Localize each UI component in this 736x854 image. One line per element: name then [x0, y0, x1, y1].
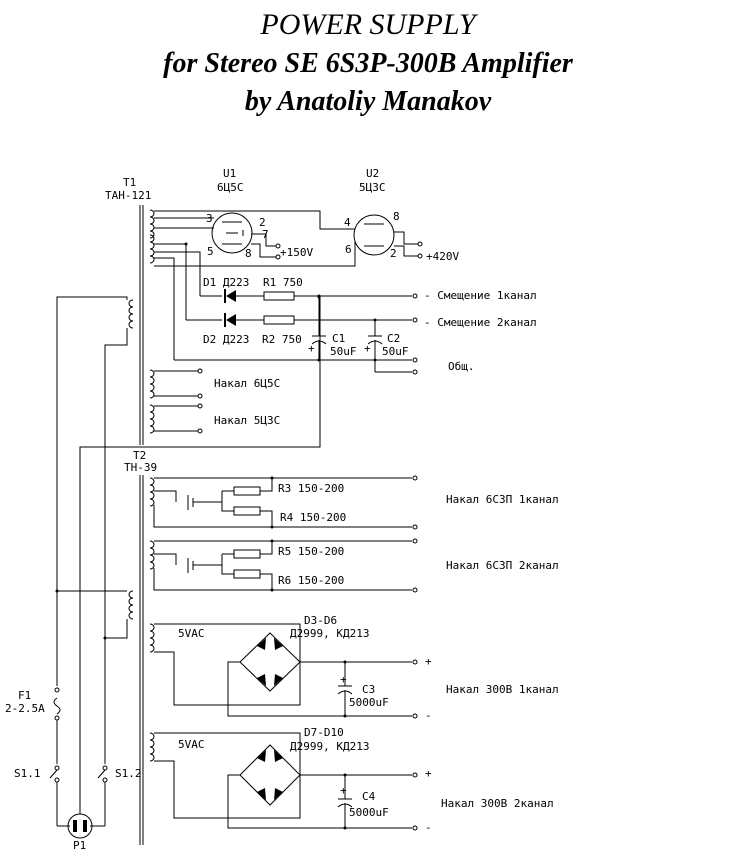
- s12-label: S1.2: [115, 767, 142, 780]
- u2-pin2: 2: [390, 247, 397, 260]
- u1-type: 6Ц5С: [217, 181, 244, 194]
- r6-label: R6 150-200: [278, 574, 344, 587]
- p1-label: P1: [73, 839, 86, 852]
- u1-pin5: 5: [207, 245, 214, 258]
- u1-pin8: 8: [245, 247, 252, 260]
- u2-type: 5Ц3С: [359, 181, 386, 194]
- d2-label: D2 Д223: [203, 333, 249, 346]
- t2-type: ТН-39: [124, 461, 157, 474]
- vac1-label: 5VAC: [178, 627, 205, 640]
- ch1-plus: +: [425, 655, 432, 668]
- d1-label: D1 Д223: [203, 276, 249, 289]
- r3-label: R3 150-200: [278, 482, 344, 495]
- ch2-plus: +: [425, 767, 432, 780]
- r2-label: R2 750: [262, 333, 302, 346]
- u1-label: U1: [223, 167, 236, 180]
- c2-value: 50uF: [382, 345, 409, 358]
- t1-type: ТАН-121: [105, 189, 151, 202]
- bias1-label: - Смещение 1канал: [424, 289, 537, 302]
- t1-heater-outputs: [154, 368, 203, 434]
- c3-label: C3: [362, 683, 375, 696]
- heat3-label: Накал 6С3П 1канал: [446, 493, 559, 506]
- f1-label: F1: [18, 689, 31, 702]
- c1-plus: +: [308, 342, 315, 355]
- transformer-t2: [128, 475, 155, 845]
- u2-pin8: 8: [393, 210, 400, 223]
- vac2-label: 5VAC: [178, 738, 205, 751]
- heater-6s3p-ch1: [153, 475, 418, 530]
- s11-label: S1.1: [14, 767, 41, 780]
- heat4-label: Накал 6С3П 2канал: [446, 559, 559, 572]
- c1-label: C1: [332, 332, 345, 345]
- c3-plus: +: [340, 673, 347, 686]
- ch2-minus: -: [425, 821, 432, 834]
- u1-pin2: 2: [259, 216, 266, 229]
- t2-label: T2: [133, 449, 146, 462]
- bias2-label: - Смещение 2канал: [424, 316, 537, 329]
- heat5-label: Накал 300В 1канал: [446, 683, 559, 696]
- c1-value: 50uF: [330, 345, 357, 358]
- d7-label: D7-D10: [304, 726, 344, 739]
- r5-label: R5 150-200: [278, 545, 344, 558]
- d3-type: Д2999, КД213: [290, 627, 369, 640]
- diagram-title: POWER SUPPLY: [260, 8, 476, 41]
- heat2-label: Накал 5Ц3С: [214, 414, 280, 427]
- heat1-label: Накал 6Ц5С: [214, 377, 280, 390]
- common-label: Общ.: [448, 360, 475, 373]
- bias-circuit: [174, 288, 418, 375]
- transformer-t1: [128, 205, 155, 445]
- r4-label: R4 150-200: [280, 511, 346, 524]
- mains-wiring: [49, 295, 321, 839]
- f1-value: 2-2.5A: [5, 702, 45, 715]
- tube-u1: [211, 212, 253, 254]
- rectifier-300b-ch1: [154, 623, 418, 719]
- c2-plus: +: [364, 342, 371, 355]
- ch1-minus: -: [425, 709, 432, 722]
- r1-label: R1 750: [263, 276, 303, 289]
- heater-6s3p-ch2: [153, 538, 418, 593]
- c4-plus: +: [340, 784, 347, 797]
- u2-pin4: 4: [344, 216, 351, 229]
- u2-label: U2: [366, 167, 379, 180]
- diagram-subtitle: for Stereo SE 6S3P-300B Amplifier: [163, 48, 573, 79]
- plus-420v-label: +420V: [426, 250, 459, 263]
- heat6-label: Накал 300В 2канал: [441, 797, 554, 810]
- d3-label: D3-D6: [304, 614, 337, 627]
- c3-value: 5000uF: [349, 696, 389, 709]
- c4-label: C4: [362, 790, 376, 803]
- d7-type: Д2999, КД213: [290, 740, 369, 753]
- plus-150v-label: +150V: [280, 246, 313, 259]
- u2-pin6: 6: [345, 243, 352, 256]
- c4-value: 5000uF: [349, 806, 389, 819]
- diagram-author: by Anatoliy Manakov: [244, 86, 492, 117]
- t1-wiring: [154, 210, 423, 360]
- c2-label: C2: [387, 332, 400, 345]
- t1-label: T1: [123, 176, 136, 189]
- tube-u2: [353, 214, 395, 256]
- rectifier-300b-ch2: [154, 732, 418, 831]
